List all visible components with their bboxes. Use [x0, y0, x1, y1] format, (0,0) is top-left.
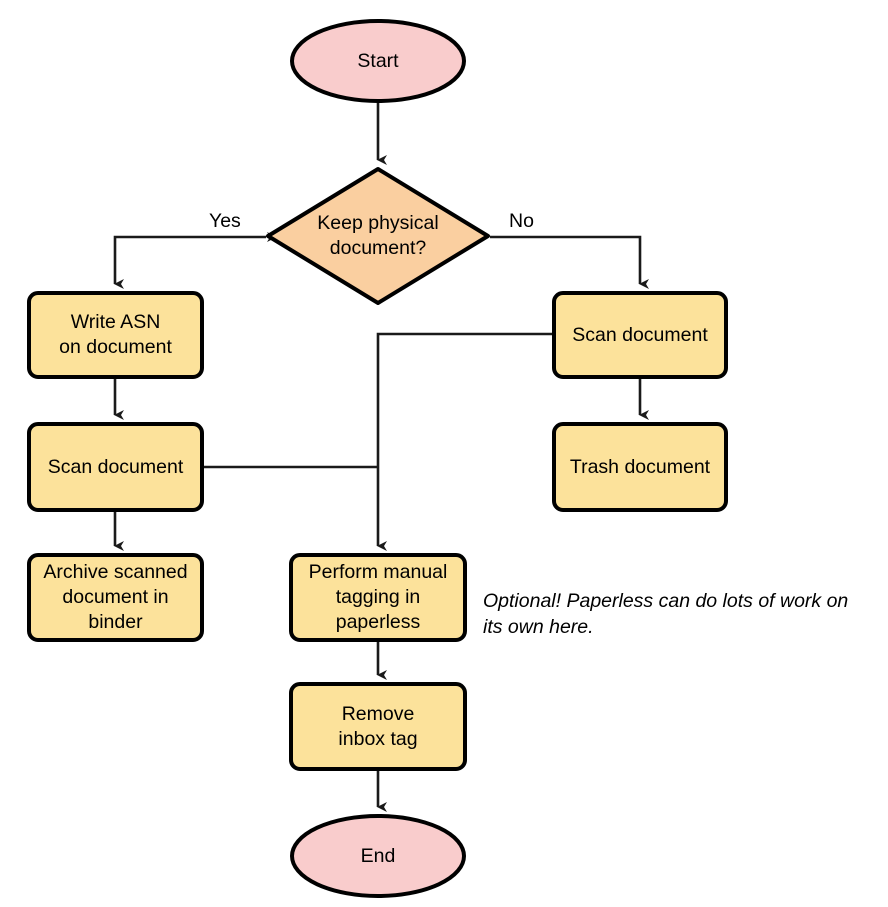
- node-shape-archive-binder[interactable]: [27, 553, 204, 642]
- node-shape-end[interactable]: [290, 814, 466, 898]
- note-optional-paperless: Optional! Paperless can do lots of work …: [483, 590, 849, 638]
- edge-decision-yes: [113, 235, 266, 289]
- edge-label-no: No: [509, 210, 534, 232]
- node-shape-manual-tagging[interactable]: [289, 553, 467, 642]
- node-shape-write-asn[interactable]: [27, 291, 204, 379]
- node-shape-remove-inbox-tag[interactable]: [289, 682, 467, 771]
- node-shape-layer: [27, 19, 728, 898]
- edge-layer: [113, 103, 649, 812]
- edge-decision-no: [490, 235, 649, 289]
- node-shape-decision[interactable]: [266, 167, 490, 305]
- node-shape-scan-document-left[interactable]: [27, 422, 204, 512]
- node-shape-start[interactable]: [290, 19, 466, 103]
- node-shape-scan-document-right[interactable]: [552, 291, 728, 379]
- edge-scanright-to-manual: [376, 332, 552, 551]
- node-shape-trash-document[interactable]: [552, 422, 728, 512]
- edge-label-yes: Yes: [209, 210, 241, 232]
